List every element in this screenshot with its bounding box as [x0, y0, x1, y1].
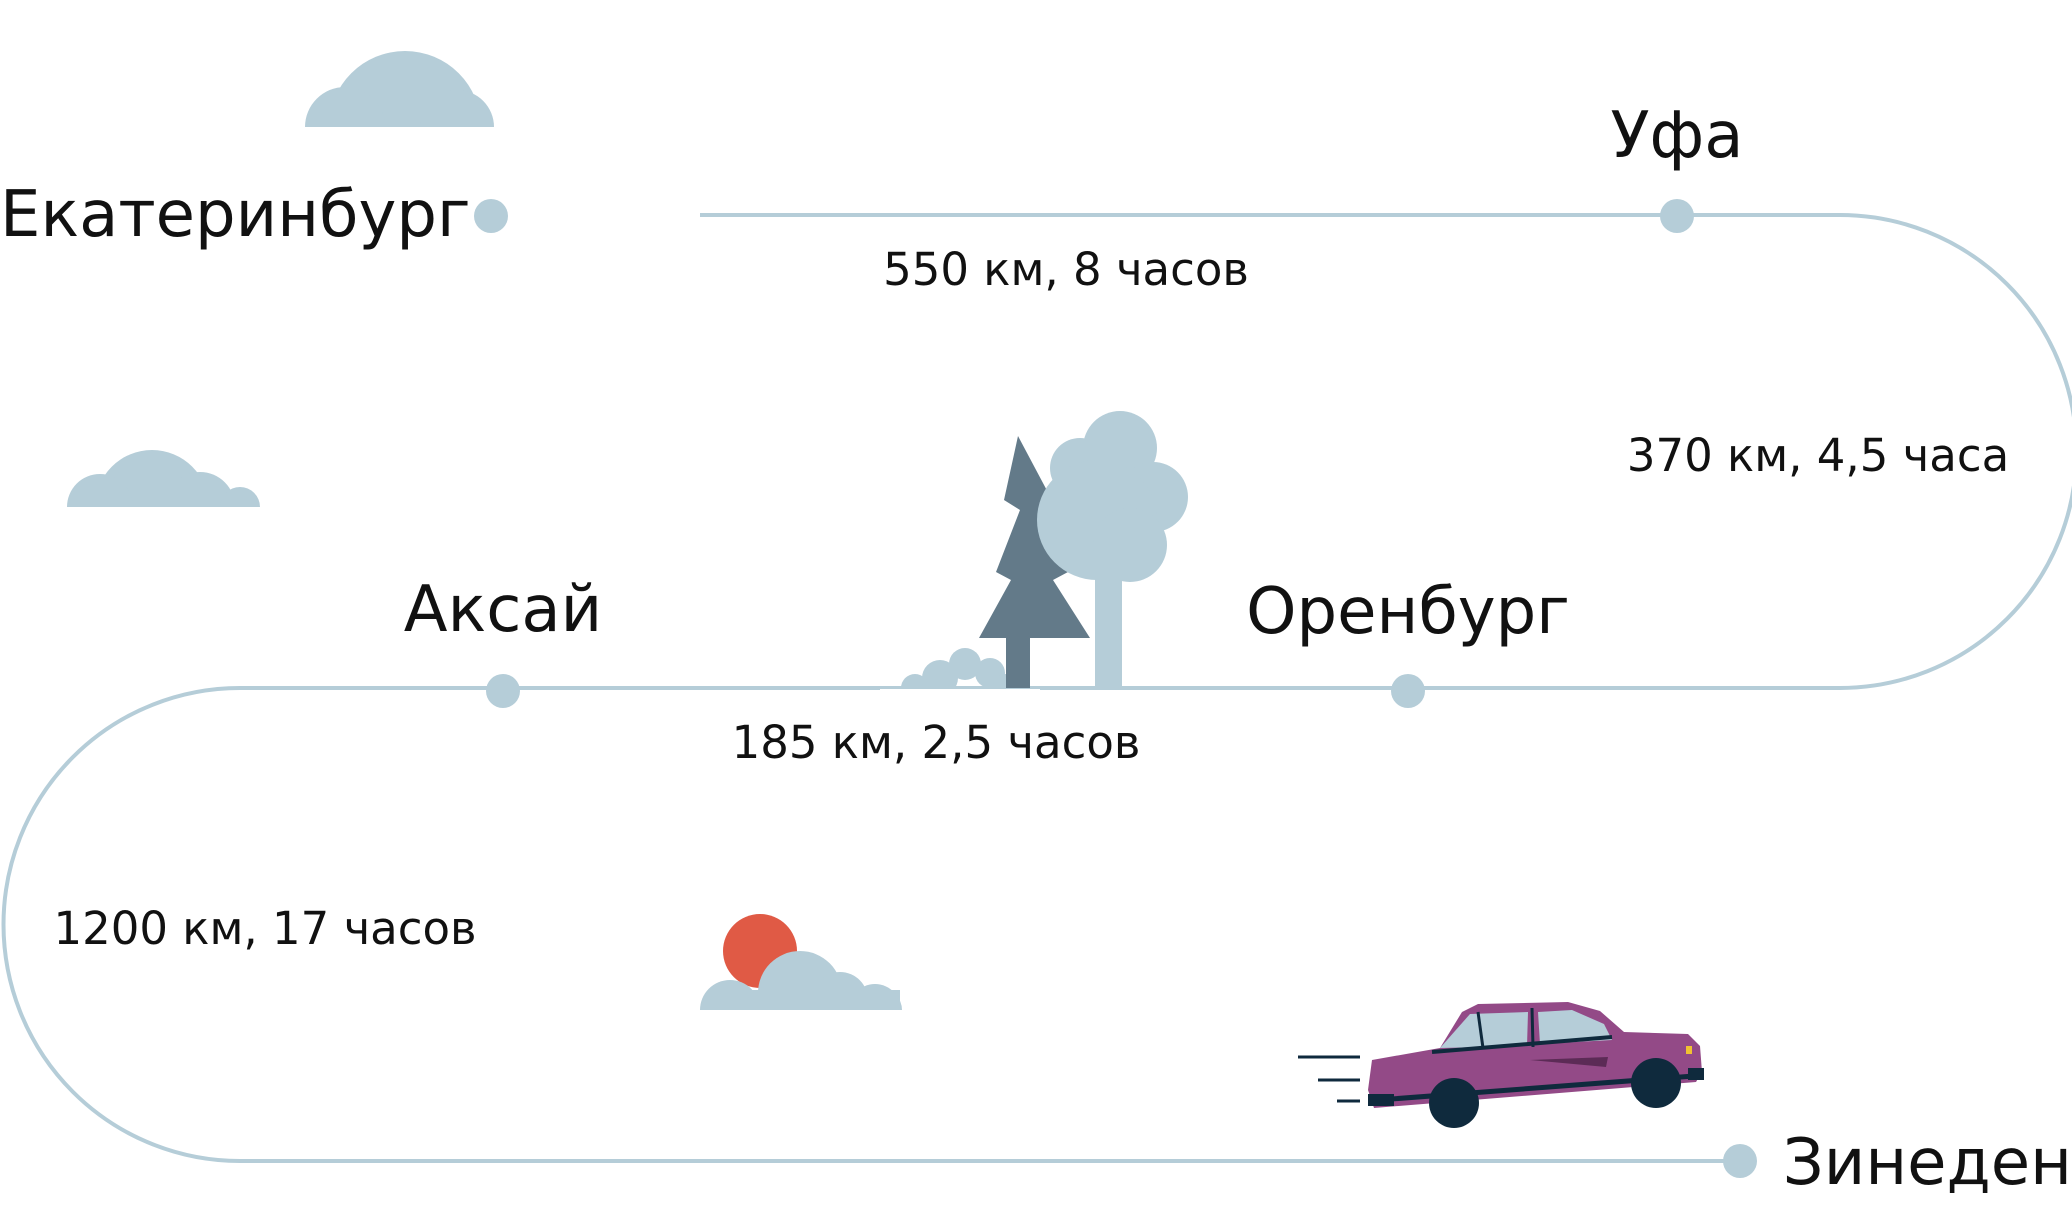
fir-tree-icon [979, 436, 1090, 688]
speed-lines-icon [1298, 1055, 1360, 1103]
segment-label-ekaterinburg-ufa: 550 км, 8 часов [883, 243, 1249, 296]
car-icon [1368, 1002, 1704, 1128]
city-label-aksay: Аксай [404, 573, 602, 647]
stop-dot-ufa [1660, 199, 1694, 233]
stop-dot-orenburg [1391, 674, 1425, 708]
leaf-tree-icon [1037, 411, 1188, 688]
stop-dot-aksay [486, 674, 520, 708]
city-label-zineden: Зинеден [1783, 1126, 2072, 1200]
stop-dot-ekaterinburg [474, 199, 508, 233]
city-label-orenburg: Оренбург [1246, 575, 1570, 649]
segment-label-orenburg-aksay: 185 км, 2,5 часов [732, 716, 1141, 769]
stop-dot-zineden [1723, 1144, 1757, 1178]
segment-label-ufa-orenburg: 370 км, 4,5 часа [1627, 429, 2009, 482]
segment-label-aksay-zineden: 1200 км, 17 часов [53, 902, 476, 955]
route-line [1, 213, 2072, 1163]
city-label-ufa: Уфа [1611, 99, 1744, 173]
city-label-ekaterinburg: Екатеринбург [0, 178, 471, 252]
